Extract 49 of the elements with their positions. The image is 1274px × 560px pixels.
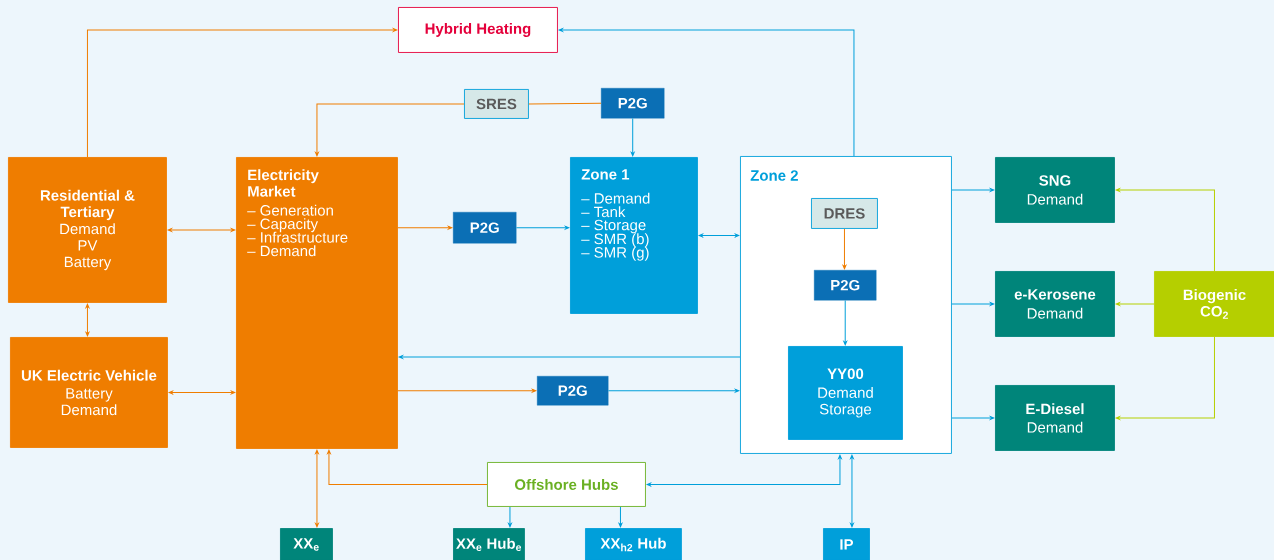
arrow xyxy=(618,523,623,528)
demand-box: XX$_{e}$ xyxy=(280,528,333,560)
arrow xyxy=(1115,302,1155,306)
arrow xyxy=(515,225,570,230)
tag-box: DRES xyxy=(811,198,878,229)
label-box: Hybrid Heating xyxy=(398,7,558,53)
arrow xyxy=(397,225,453,230)
demand-box: E-Diesel Demand xyxy=(995,385,1115,451)
arrow xyxy=(398,355,741,359)
arrow xyxy=(167,228,236,232)
connector-line xyxy=(528,102,602,105)
arrow xyxy=(1115,188,1215,272)
arrow xyxy=(630,117,635,157)
arrow xyxy=(842,228,847,270)
demand-box: e-Kerosene Demand xyxy=(995,271,1115,337)
arrow xyxy=(558,28,855,157)
source-box: Biogenic CO$_{2}$ xyxy=(1154,271,1274,337)
arrow xyxy=(951,302,995,306)
arrow xyxy=(1115,336,1215,420)
p2g-box: P2G xyxy=(453,212,517,244)
arrow xyxy=(397,388,537,393)
process-box: Zone 1 – Demand – Tank – Storage – SMR (b) – SMR (g) xyxy=(570,157,698,314)
arrow xyxy=(85,303,90,337)
process-box: XX$_{h2}$ Hub xyxy=(585,528,682,560)
hub-box: Offshore Hubs xyxy=(487,462,646,507)
demand-box: XX$_{e}$ Hub$_{e}$ xyxy=(453,528,525,560)
tag-box: SRES xyxy=(464,89,529,119)
process-box: IP xyxy=(823,528,870,560)
process-box: Electricity Market – Generation – Capacity – Infrastructure – Demand xyxy=(236,157,398,449)
p2g-box: P2G xyxy=(601,88,665,119)
p2g-box: P2G xyxy=(814,270,877,301)
arrow xyxy=(607,388,740,393)
p2g-box: P2G xyxy=(537,376,609,406)
arrow xyxy=(168,390,236,395)
arrow xyxy=(86,28,398,158)
arrow xyxy=(951,188,995,192)
arrow xyxy=(850,454,854,528)
process-box: UK Electric Vehicle Battery Demand xyxy=(10,337,168,448)
demand-box: SNG Demand xyxy=(995,157,1115,223)
arrow xyxy=(646,454,842,487)
process-box: YY00 Demand Storage xyxy=(788,346,903,440)
arrow xyxy=(951,416,995,420)
arrow xyxy=(843,299,848,346)
arrow xyxy=(698,233,740,238)
arrow xyxy=(327,449,331,454)
process-box: Residential & Tertiary Demand PV Battery xyxy=(8,157,167,303)
arrow xyxy=(508,523,512,528)
arrow xyxy=(315,103,465,157)
arrow xyxy=(315,449,319,528)
